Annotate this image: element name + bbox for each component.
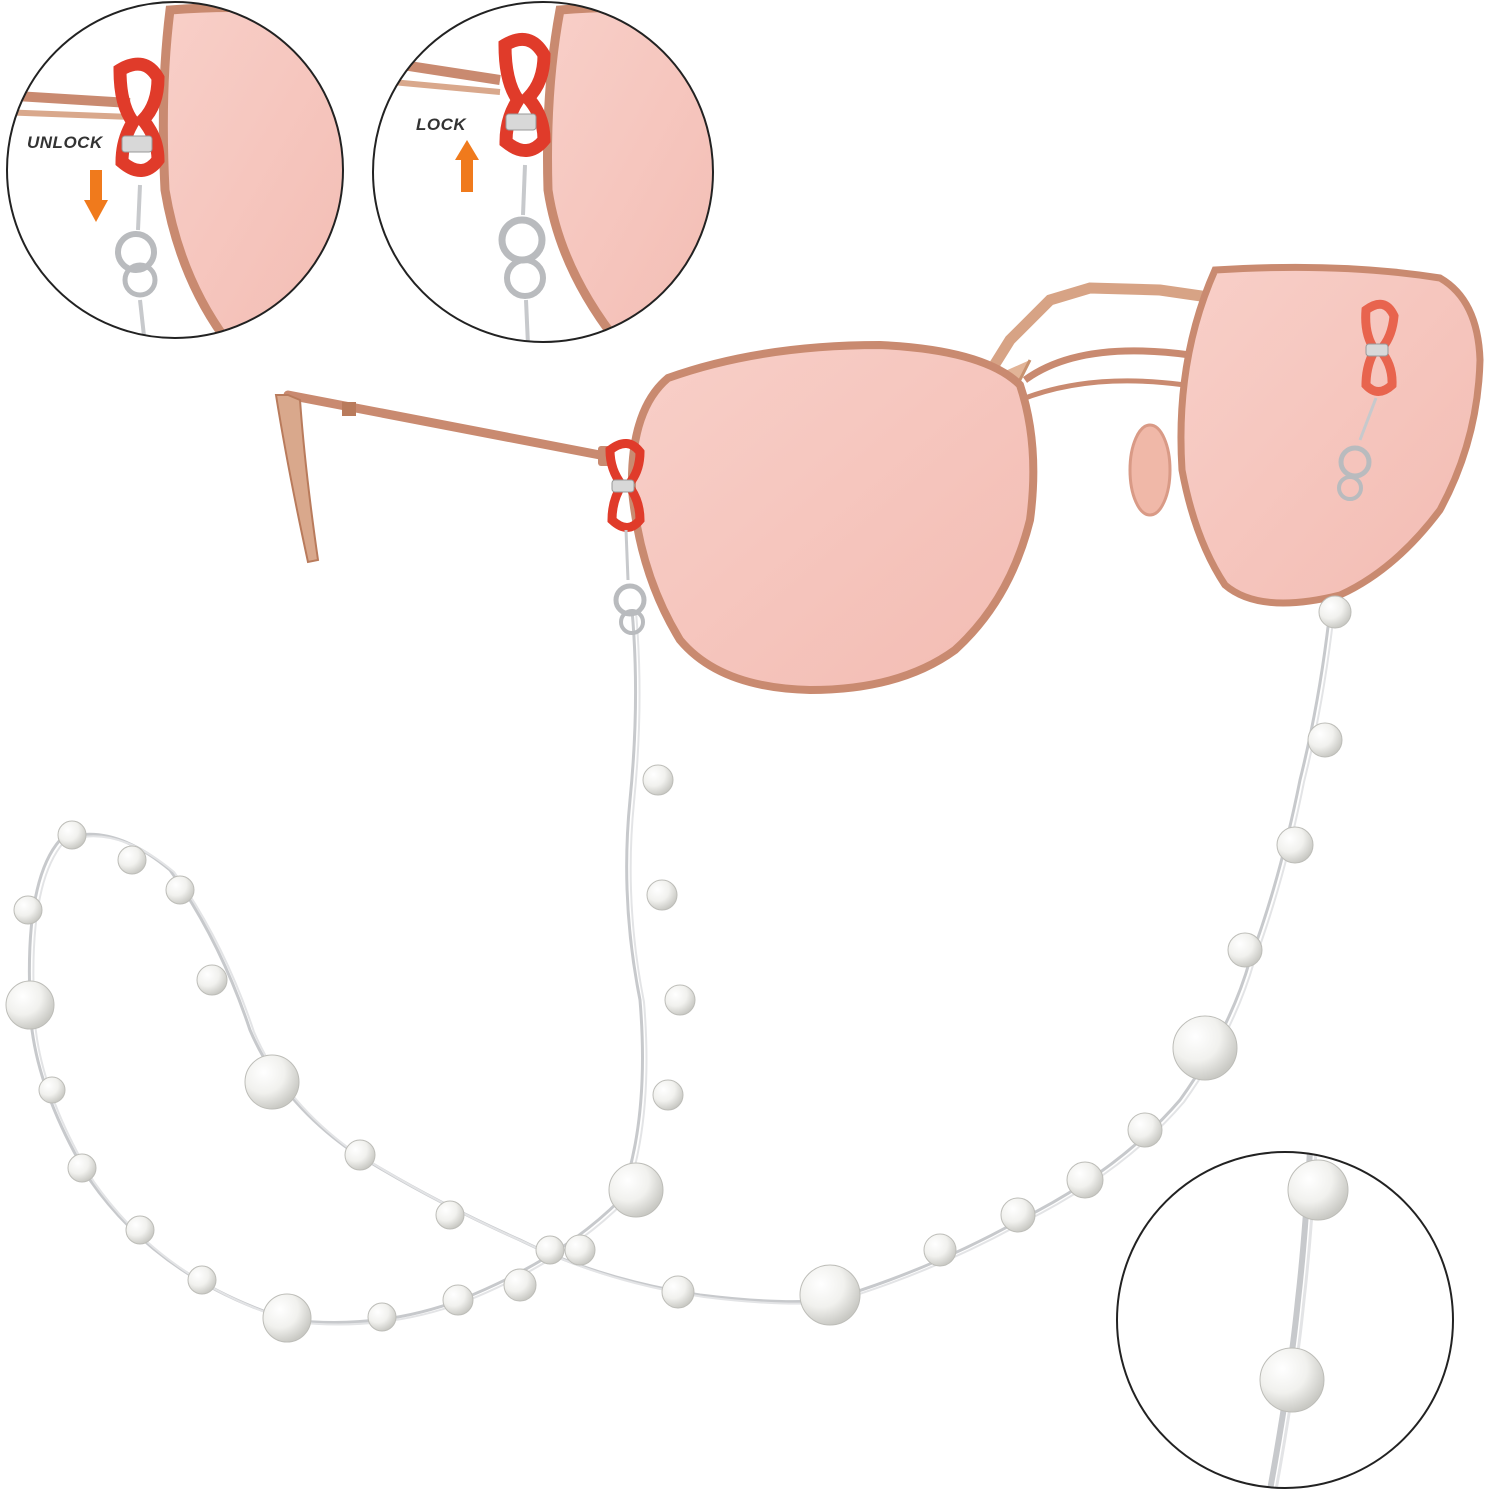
unlock-label: UNLOCK — [27, 133, 103, 152]
glasses — [274, 263, 1484, 695]
left-clasp — [605, 439, 647, 635]
arrow-down-icon — [84, 170, 108, 222]
right-clasp — [1337, 299, 1399, 501]
magnified-pearl-chain-icon — [1116, 1151, 1454, 1489]
unlock-callout — [6, 1, 344, 339]
lock-callout — [372, 1, 714, 343]
arrow-up-icon — [455, 140, 479, 192]
pearl-chain — [5, 299, 1399, 1343]
lock-label: LOCK — [416, 115, 467, 134]
